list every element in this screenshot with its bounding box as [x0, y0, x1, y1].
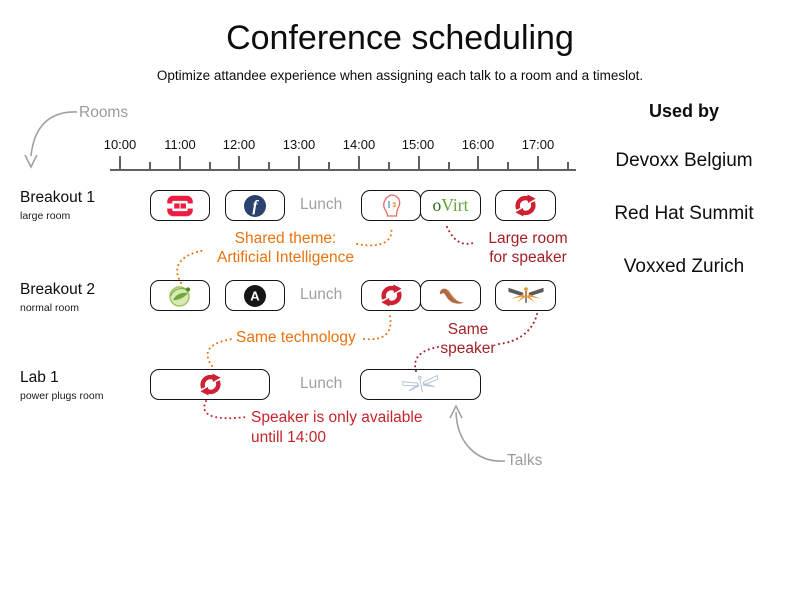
ansible-icon: A	[244, 284, 266, 307]
fedora-icon: f	[244, 194, 266, 217]
talk-row	[360, 369, 481, 400]
annotation-speaker-availability: Speaker is only available untill 14:00	[251, 409, 423, 446]
room-name: Breakout 2	[20, 281, 95, 298]
talk-row: f	[225, 190, 285, 221]
dotted-link-speaker-availability	[203, 400, 247, 420]
tick-minor	[208, 162, 211, 171]
talk-row	[361, 190, 421, 221]
timeline-axis	[110, 169, 576, 171]
talks-arrow	[455, 411, 506, 462]
used-by-title: Used by	[648, 101, 720, 121]
used-by-item: Devoxx Belgium	[615, 150, 753, 171]
room-type: normal room	[20, 302, 79, 314]
tick-major	[536, 156, 539, 171]
dotted-link-same-technology-right	[363, 315, 392, 341]
tick-major	[298, 156, 301, 171]
time-label-1500: 15:00	[401, 137, 435, 152]
used-by-item: Voxxed Zurich	[623, 256, 745, 277]
tick-major	[357, 156, 360, 171]
openstack-icon	[163, 195, 197, 216]
time-label-1200: 12:00	[222, 137, 256, 152]
time-label-1300: 13:00	[282, 137, 316, 152]
room-name: Lab 1	[20, 369, 59, 386]
annotation-large-room: Large room for speaker	[488, 230, 568, 266]
time-label-1000: 10:00	[103, 137, 137, 152]
ai-face-icon	[383, 193, 401, 217]
rooms-arrowhead-icon	[24, 154, 38, 169]
lunch-label-row2: Lunch	[300, 286, 343, 303]
talk-row	[150, 190, 210, 221]
talk-row: A	[225, 280, 285, 311]
dotted-link-large-room	[446, 226, 477, 245]
rooms-arrow	[30, 111, 78, 157]
room-name: Breakout 1	[20, 189, 95, 206]
tick-major	[178, 156, 181, 171]
talks-pointer-label: Talks	[507, 452, 543, 469]
row-label-breakout-2: Breakout 2 normal room	[20, 281, 95, 314]
annotation-shared-theme: Shared theme: Artificial Intelligence	[217, 230, 354, 266]
talk-row	[361, 280, 421, 311]
lunch-label-row1: Lunch	[300, 196, 343, 213]
tick-minor	[328, 162, 331, 171]
annotation-same-technology: Same technology	[236, 329, 356, 346]
rooms-pointer-label: Rooms	[79, 104, 129, 121]
time-label-1400: 14:00	[342, 137, 376, 152]
talk-row: oVirt	[420, 190, 481, 221]
svg-text:A: A	[250, 288, 260, 303]
row-label-breakout-1: Breakout 1 large room	[20, 189, 95, 222]
rdo-loop-icon	[199, 373, 221, 396]
tick-minor	[268, 162, 271, 171]
camel-swoosh-icon	[439, 288, 464, 304]
talk-row	[420, 280, 481, 311]
lunch-label-row3: Lunch	[300, 375, 343, 392]
talk-row	[495, 190, 556, 221]
talk-row	[150, 280, 210, 311]
tick-minor	[149, 162, 151, 171]
talk-row	[150, 369, 270, 400]
svg-text:f: f	[252, 198, 259, 215]
talk-row	[495, 280, 556, 311]
page-subtitle: Optimize attandee experience when assign…	[156, 68, 644, 83]
rdo-loop-icon	[515, 194, 536, 217]
tick-major	[119, 156, 121, 171]
tick-minor	[507, 162, 510, 171]
tick-major	[238, 156, 241, 171]
talks-arrowhead-icon	[449, 404, 463, 419]
page-title: Conference scheduling	[226, 19, 574, 57]
spring-leaf-icon	[169, 285, 191, 307]
used-by-item: Red Hat Summit	[614, 203, 754, 224]
room-type: power plugs room	[20, 390, 104, 402]
tick-major	[477, 156, 480, 171]
tick-minor	[566, 162, 569, 171]
ovirt-icon: oVirt	[432, 195, 469, 215]
room-type: large room	[20, 210, 71, 222]
dragonfly-icon	[507, 286, 544, 303]
annotation-same-speaker: Same speaker	[440, 321, 496, 357]
time-label-1700: 17:00	[521, 137, 555, 152]
time-label-1600: 16:00	[461, 137, 495, 152]
dragonfly-sketch-icon	[401, 374, 438, 392]
tick-major	[417, 156, 420, 171]
tick-minor	[447, 162, 450, 171]
time-label-1100: 11:00	[164, 137, 196, 152]
dotted-link-same-technology-left	[206, 338, 233, 367]
rdo-loop-icon	[380, 284, 402, 307]
row-label-lab-1: Lab 1 power plugs room	[20, 369, 103, 402]
tick-minor	[387, 162, 390, 171]
